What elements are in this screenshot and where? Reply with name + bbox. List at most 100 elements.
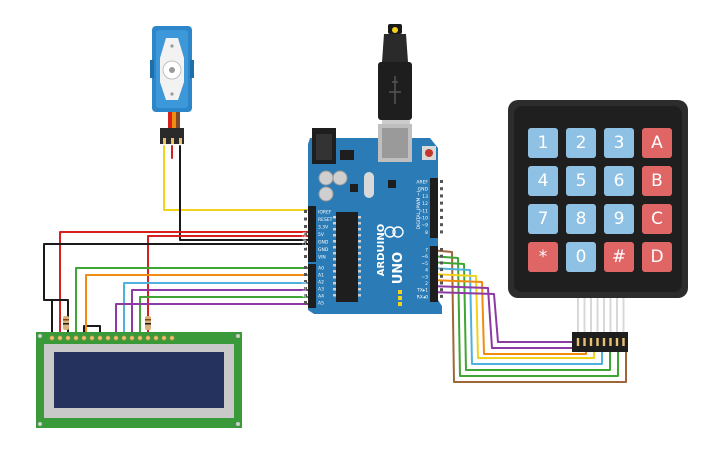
header-pin-hole[interactable]	[440, 223, 443, 227]
lcd-pin[interactable]	[97, 335, 103, 341]
header-pin-hole[interactable]	[440, 288, 443, 292]
lcd-pin[interactable]	[113, 335, 119, 341]
keypad-key[interactable]: 3	[604, 128, 634, 158]
keypad-key[interactable]: 6	[604, 166, 634, 196]
lcd-pin[interactable]	[105, 335, 111, 341]
keypad-key-face[interactable]	[604, 204, 634, 234]
usb-cable[interactable]	[378, 24, 412, 128]
keypad-key-face[interactable]	[642, 242, 672, 272]
keypad-key[interactable]: 7	[528, 204, 558, 234]
header-pin-hole[interactable]	[304, 217, 307, 221]
lcd-pin[interactable]	[161, 335, 167, 341]
servo-motor[interactable]	[150, 26, 194, 144]
keypad-key-face[interactable]	[566, 204, 596, 234]
analog-header[interactable]	[308, 264, 316, 308]
keypad-key-face[interactable]	[604, 128, 634, 158]
header-pin-hole[interactable]	[304, 210, 307, 213]
keypad-key[interactable]: C	[642, 204, 672, 234]
keypad-connector-pin[interactable]	[609, 338, 612, 346]
keypad-key-face[interactable]	[528, 204, 558, 234]
header-pin-hole[interactable]	[440, 248, 443, 251]
wire-servo-ground[interactable]	[179, 145, 315, 241]
lcd-pin[interactable]	[65, 335, 71, 341]
power-header[interactable]	[308, 206, 316, 262]
keypad-key-face[interactable]	[642, 166, 672, 196]
keypad-key-face[interactable]	[642, 204, 672, 234]
wire-a1[interactable]	[85, 274, 315, 337]
header-pin-hole[interactable]	[440, 230, 443, 234]
keypad-key-face[interactable]	[528, 128, 558, 158]
header-pin-hole[interactable]	[440, 274, 443, 278]
digital-header-bottom[interactable]	[430, 246, 438, 302]
header-pin-hole[interactable]	[440, 201, 443, 205]
keypad-key-face[interactable]	[528, 242, 558, 272]
keypad-key[interactable]: 9	[604, 204, 634, 234]
lcd-pin[interactable]	[153, 335, 159, 341]
lcd-pin[interactable]	[89, 335, 95, 341]
keypad-key[interactable]: B	[642, 166, 672, 196]
keypad-key-face[interactable]	[566, 166, 596, 196]
lcd-pin[interactable]	[169, 335, 175, 341]
digital-header-top[interactable]	[430, 178, 438, 238]
wire-a3[interactable]	[131, 289, 315, 337]
keypad-key-face[interactable]	[528, 166, 558, 196]
header-pin-hole[interactable]	[304, 294, 307, 297]
header-pin-hole[interactable]	[440, 194, 443, 198]
wire-a0[interactable]	[75, 267, 315, 337]
header-pin-hole[interactable]	[304, 266, 307, 269]
wire-d3[interactable]	[429, 273, 595, 359]
header-pin-hole[interactable]	[440, 208, 443, 212]
header-pin-hole[interactable]	[304, 247, 307, 251]
header-pin-hole[interactable]	[440, 187, 443, 191]
keypad-connector-pin[interactable]	[615, 338, 619, 346]
wire-a2[interactable]	[123, 282, 315, 337]
lcd-pin[interactable]	[129, 335, 135, 341]
lcd-pin[interactable]	[49, 335, 55, 341]
header-pin-hole[interactable]	[440, 281, 443, 285]
wire-a5[interactable]	[115, 303, 315, 337]
lcd-pin[interactable]	[145, 335, 151, 341]
header-pin-hole[interactable]	[440, 180, 443, 183]
keypad-key[interactable]: 4	[528, 166, 558, 196]
wire-gnd-lcd2[interactable]	[83, 325, 101, 337]
keypad-key-face[interactable]	[604, 166, 634, 196]
keypad-key-face[interactable]	[642, 128, 672, 158]
header-pin-hole[interactable]	[440, 254, 443, 258]
reset-button-cap[interactable]	[425, 149, 433, 157]
keypad-key[interactable]: #	[604, 242, 634, 272]
keypad-key[interactable]: 5	[566, 166, 596, 196]
keypad-key[interactable]: D	[642, 242, 672, 272]
keypad-key-face[interactable]	[604, 242, 634, 272]
lcd-pin[interactable]	[73, 335, 79, 341]
header-pin-hole[interactable]	[304, 232, 307, 236]
lcd-pin[interactable]	[121, 335, 127, 341]
header-pin-hole[interactable]	[304, 225, 307, 228]
wire-d4[interactable]	[429, 267, 603, 365]
header-pin-hole[interactable]	[304, 273, 307, 276]
header-pin-hole[interactable]	[304, 280, 307, 283]
header-pin-hole[interactable]	[304, 240, 307, 243]
keypad-key-face[interactable]	[566, 128, 596, 158]
keypad-connector-pin[interactable]	[583, 338, 586, 346]
wire-d2[interactable]	[429, 279, 587, 355]
wire-d6[interactable]	[429, 255, 619, 377]
resistor-right[interactable]	[145, 316, 151, 330]
resistor-left[interactable]	[63, 316, 69, 330]
wire-d0[interactable]	[429, 291, 579, 343]
lcd-pin[interactable]	[57, 335, 63, 341]
wire-d1[interactable]	[429, 285, 579, 349]
header-pin-hole[interactable]	[304, 287, 307, 290]
keypad-key[interactable]: 2	[566, 128, 596, 158]
keypad-key[interactable]: 8	[566, 204, 596, 234]
header-pin-hole[interactable]	[440, 216, 443, 219]
wire-a4[interactable]	[139, 296, 315, 337]
keypad-key[interactable]: 0	[566, 242, 596, 272]
keypad-connector-pin[interactable]	[622, 338, 625, 346]
keypad-key-face[interactable]	[566, 242, 596, 272]
header-pin-hole[interactable]	[440, 261, 443, 265]
wire-gnd[interactable]	[43, 243, 315, 337]
wire-d5[interactable]	[429, 261, 611, 371]
wire-5v-branch[interactable]	[147, 235, 315, 337]
